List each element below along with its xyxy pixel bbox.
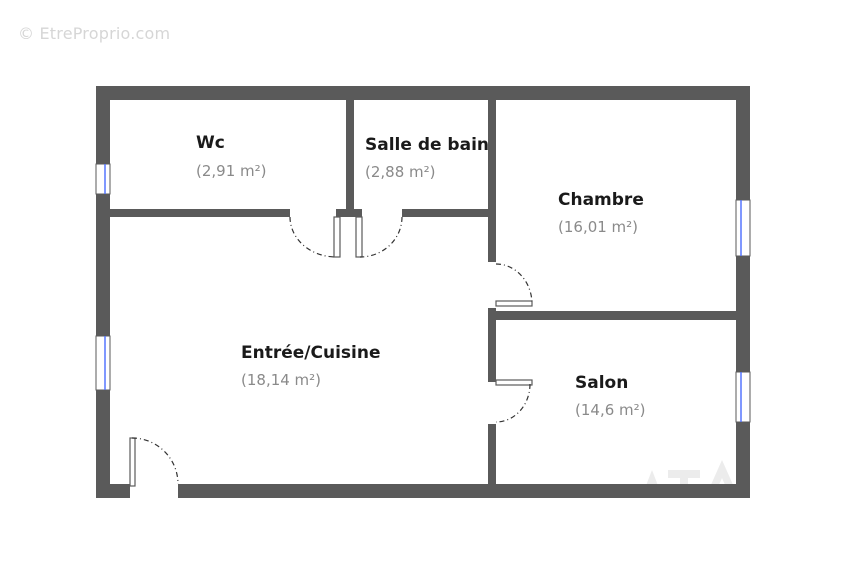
window-salon <box>735 371 751 423</box>
room-area: (14,6 m²) <box>575 401 646 419</box>
room-name: Entrée/Cuisine <box>241 343 380 363</box>
room-area: (2,91 m²) <box>196 162 267 180</box>
room-name: Chambre <box>558 190 644 210</box>
door-wc <box>289 216 341 258</box>
room-area: (18,14 m²) <box>241 371 321 389</box>
room-salle-de-bain: Salle de bain (2,88 m²) <box>365 135 489 181</box>
room-salon: Salon (14,6 m²) <box>575 373 646 419</box>
window-entree <box>95 335 111 391</box>
room-chambre: Chambre (16,01 m²) <box>558 190 644 236</box>
watermark: © EtreProprio.com <box>18 24 171 43</box>
door-entrance <box>129 437 179 487</box>
room-name: Wc <box>196 133 225 153</box>
room-wc: Wc (2,91 m²) <box>196 133 267 180</box>
room-entree-cuisine: Entrée/Cuisine (18,14 m²) <box>241 343 380 389</box>
room-area: (16,01 m²) <box>558 218 638 236</box>
room-name: Salle de bain <box>365 135 489 155</box>
window-wc <box>95 163 111 195</box>
door-salon <box>495 379 533 423</box>
door-salle-de-bain <box>355 216 403 258</box>
room-area: (2,88 m²) <box>365 163 436 181</box>
window-chambre <box>735 199 751 257</box>
windows <box>95 163 751 423</box>
door-openings <box>130 209 496 498</box>
door-chambre <box>495 263 533 307</box>
room-name: Salon <box>575 373 628 393</box>
interior-walls <box>108 98 738 488</box>
